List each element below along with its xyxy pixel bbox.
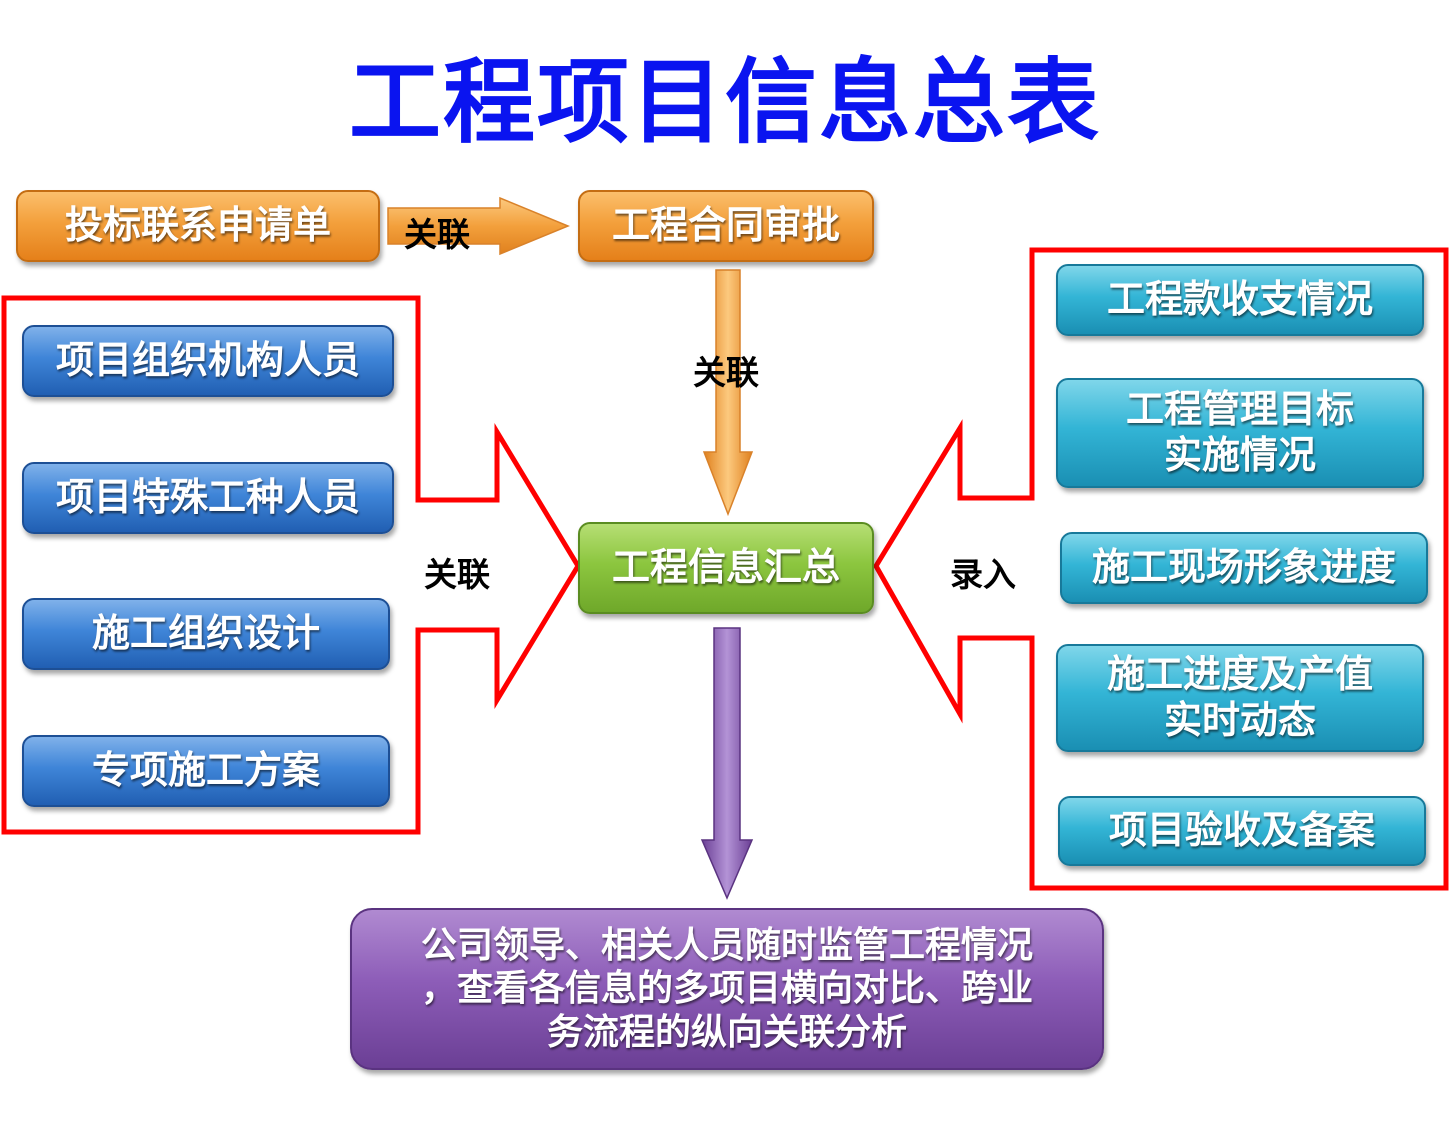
top-right-arrow: [387, 196, 570, 256]
bottom-box-line2: ，查看各信息的多项目横向对比、跨业: [420, 968, 1033, 1010]
right-callout-outline: [873, 247, 1449, 891]
bid-application-box[interactable]: 投标联系申请单: [16, 190, 380, 262]
right-item-label-line2: 实施情况: [1163, 433, 1316, 477]
left-callout-outline: [1, 295, 581, 835]
left-item-special-workers[interactable]: 项目特殊工种人员: [22, 462, 394, 534]
contract-down-arrow: [702, 269, 754, 517]
left-item-label: 项目组织机构人员: [55, 338, 360, 383]
info-summary-box[interactable]: 工程信息汇总: [578, 522, 874, 614]
leadership-monitoring-box[interactable]: 公司领导、相关人员随时监管工程情况 ，查看各信息的多项目横向对比、跨业 务流程的…: [350, 908, 1104, 1070]
left-item-label: 施工组织设计: [91, 611, 320, 656]
right-item-payments[interactable]: 工程款收支情况: [1056, 264, 1424, 336]
right-group-label: 录入: [950, 555, 1016, 594]
right-item-management-goals[interactable]: 工程管理目标 实施情况: [1056, 378, 1424, 488]
right-item-label: 施工现场形象进度: [1091, 545, 1396, 590]
contract-down-label: 关联: [693, 353, 759, 392]
contract-approval-box[interactable]: 工程合同审批: [578, 190, 874, 262]
bid-application-label: 投标联系申请单: [64, 203, 331, 248]
left-item-construction-design[interactable]: 施工组织设计: [22, 598, 390, 670]
right-item-label: 工程款收支情况: [1106, 277, 1373, 322]
summary-down-arrow: [700, 627, 754, 900]
right-item-label: 项目验收及备案: [1108, 808, 1375, 853]
right-item-label-line2: 实时动态: [1163, 698, 1316, 742]
page-title: 工程项目信息总表: [348, 49, 1101, 156]
left-item-project-org[interactable]: 项目组织机构人员: [22, 325, 394, 397]
top-arrow-label: 关联: [404, 215, 470, 254]
right-item-site-progress[interactable]: 施工现场形象进度: [1060, 532, 1428, 604]
right-item-label-line1: 施工进度及产值: [1106, 652, 1373, 697]
left-item-label: 项目特殊工种人员: [55, 475, 360, 520]
left-item-label: 专项施工方案: [91, 748, 320, 793]
left-group-label: 关联: [424, 555, 490, 594]
bottom-box-line1: 公司领导、相关人员随时监管工程情况: [420, 925, 1033, 967]
left-item-special-plan[interactable]: 专项施工方案: [22, 735, 390, 807]
right-item-acceptance[interactable]: 项目验收及备案: [1058, 796, 1426, 866]
right-item-label-line1: 工程管理目标: [1125, 387, 1354, 432]
right-item-progress-output[interactable]: 施工进度及产值 实时动态: [1056, 644, 1424, 752]
bottom-box-line3: 务流程的纵向关联分析: [546, 1011, 907, 1053]
contract-approval-label: 工程合同审批: [611, 203, 840, 248]
info-summary-label: 工程信息汇总: [611, 545, 840, 590]
